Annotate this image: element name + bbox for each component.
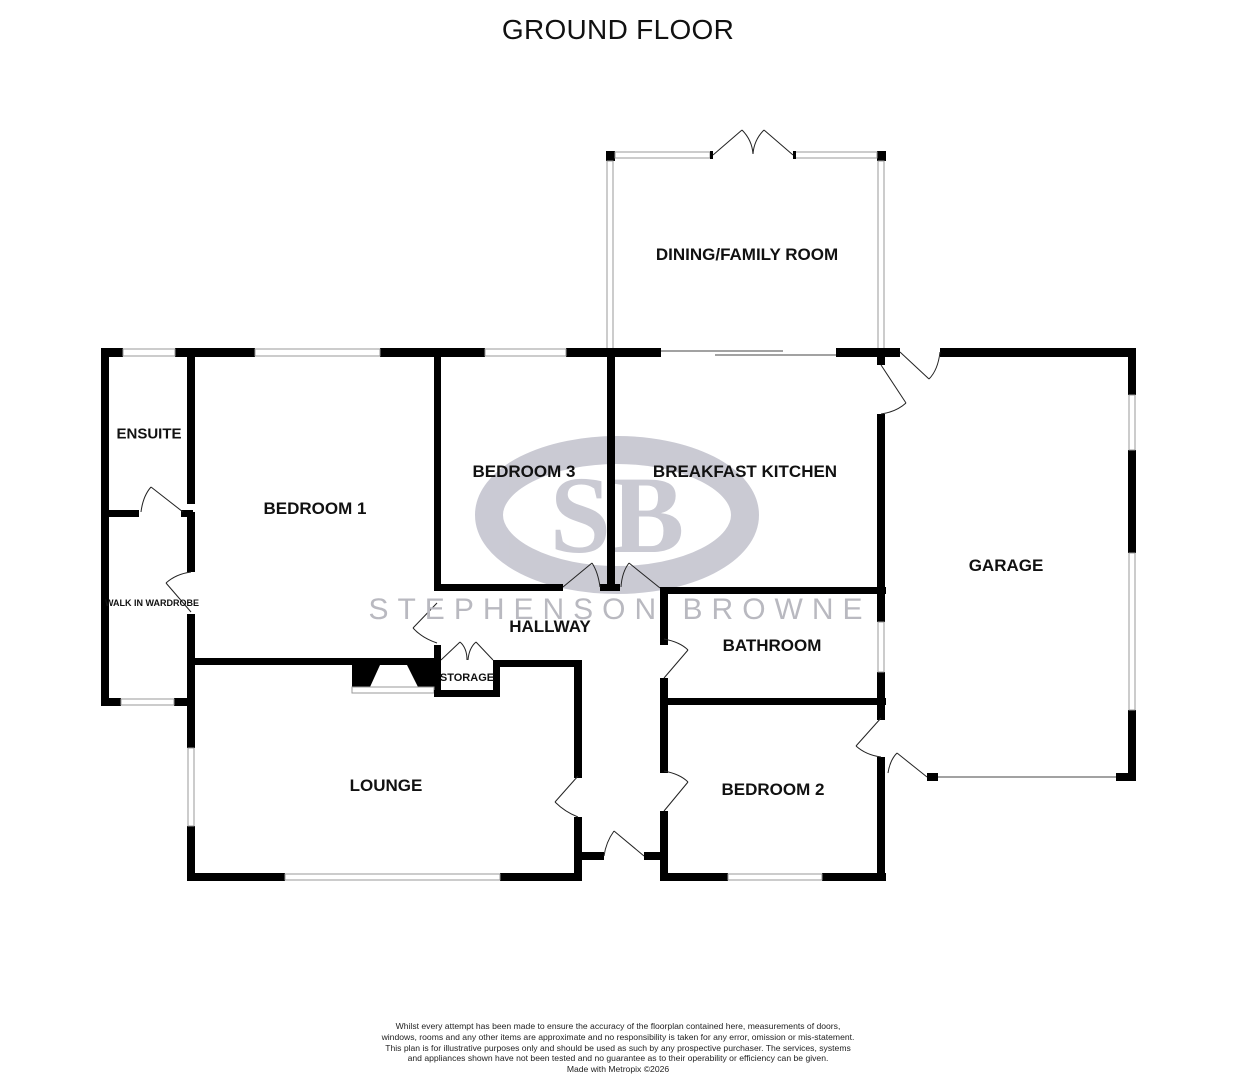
disclaimer: Whilst every attempt has been made to en… [380, 1021, 856, 1075]
room-label-storage: STORAGE [439, 672, 495, 684]
fireplace [351, 665, 435, 694]
room-label-bedroom-2: BEDROOM 2 [721, 780, 825, 799]
garage-walls [887, 348, 1136, 781]
bedroom3-walls [434, 348, 661, 591]
room-label-bedroom-1: BEDROOM 1 [263, 499, 367, 518]
top-exterior-wall [101, 348, 1136, 357]
watermark-brand-text: STEPHENSON BROWNE [368, 593, 872, 626]
disclaimer-text: Whilst every attempt has been made to en… [381, 1021, 855, 1064]
room-label-ensuite: ENSUITE [116, 425, 182, 443]
metropix-credit: Made with Metropix ©2026 [566, 1064, 670, 1075]
floor-title: GROUND FLOOR [501, 14, 735, 45]
room-label-lounge: LOUNGE [349, 776, 423, 795]
room-label-dining-family-room: DINING/FAMILY ROOM [655, 245, 839, 264]
storage-walls [434, 641, 581, 697]
room-label-bedroom-3: BEDROOM 3 [472, 462, 576, 481]
room-label-bathroom: BATHROOM [722, 636, 822, 655]
room-label-walk-in-wardrobe: WALK IN WARDROBE [105, 598, 199, 608]
room-label-breakfast-kitchen: BREAKFAST KITCHEN [652, 462, 838, 481]
dining-room-walls [606, 129, 886, 352]
bedroom1-lounge-walls [187, 348, 604, 881]
bathroom-bedroom2-walls [603, 348, 907, 881]
svg-text:SB: SB [550, 454, 685, 576]
room-label-hallway: HALLWAY [509, 617, 591, 636]
watermark-logo: SB [475, 436, 759, 594]
ensuite-wardrobe-walls [101, 348, 195, 706]
room-label-garage: GARAGE [968, 556, 1044, 575]
